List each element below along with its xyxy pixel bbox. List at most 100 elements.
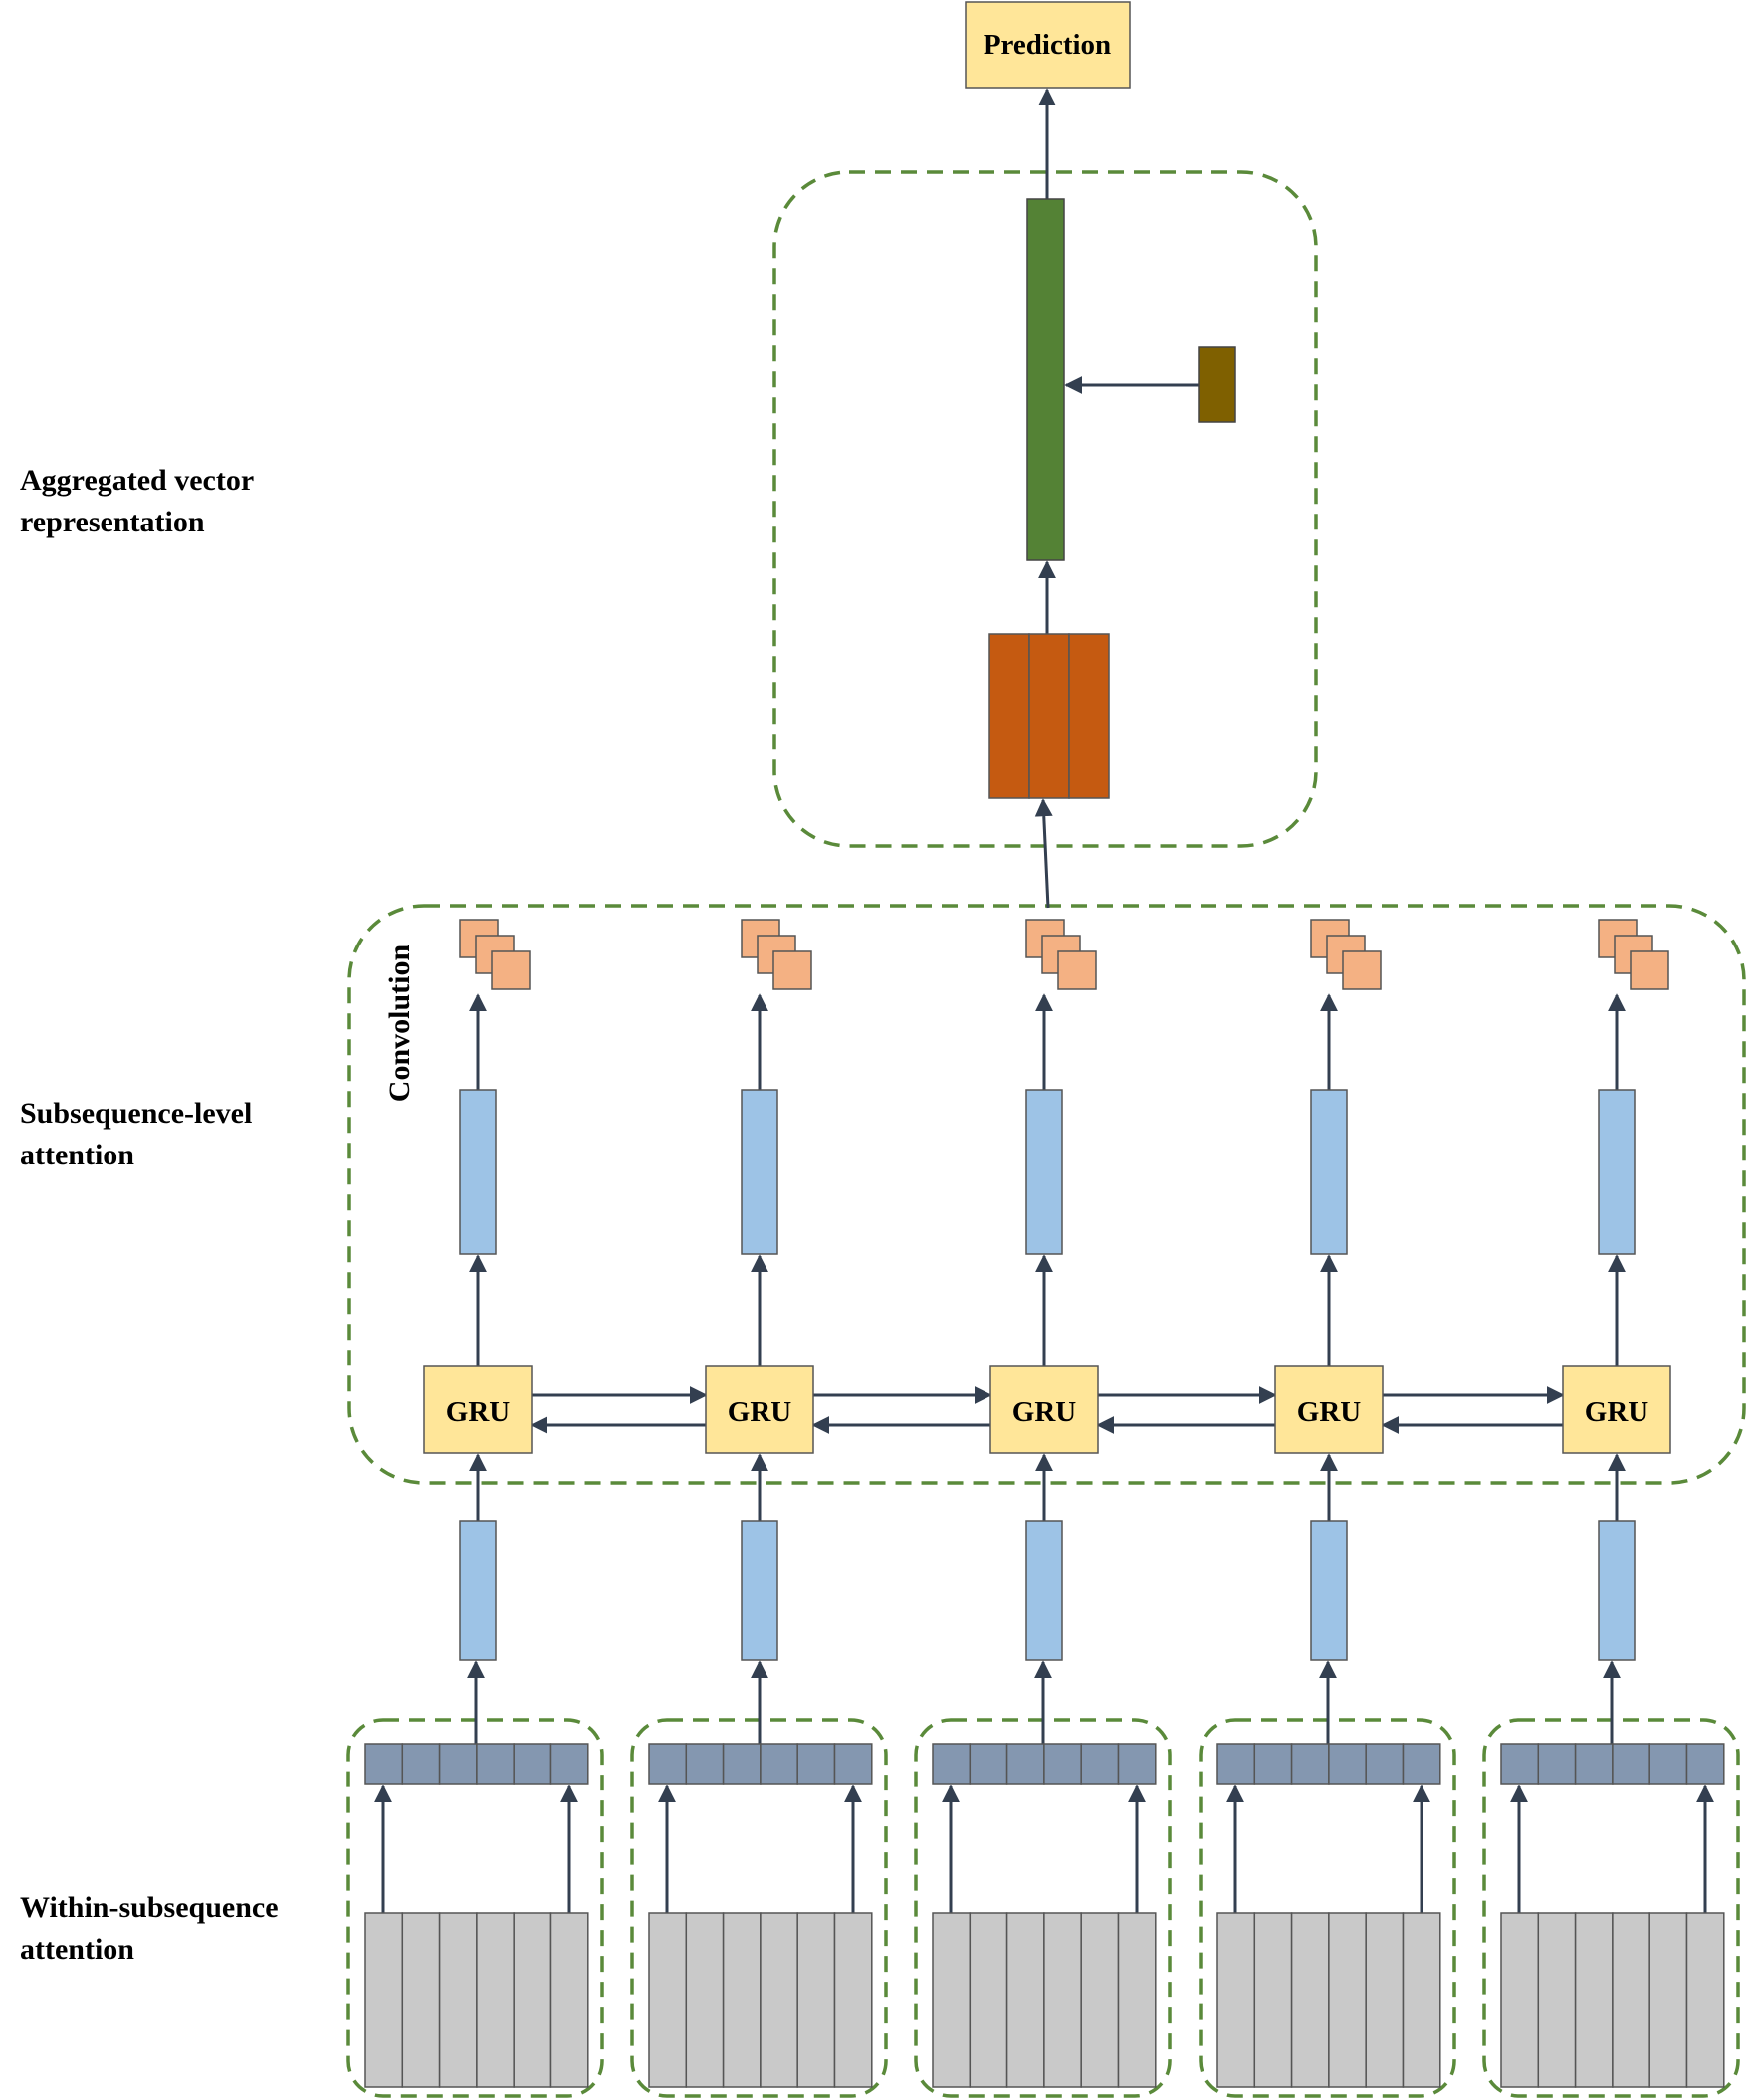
- input-block-cell-2-2: [685, 1912, 725, 2088]
- summary-row-cell-1-3: [438, 1743, 478, 1785]
- summary-row-cell-5-3: [1574, 1743, 1614, 1785]
- context-vector-square: [1198, 346, 1236, 423]
- summary-row-cell-5-5: [1648, 1743, 1688, 1785]
- gru-label-4: GRU: [1297, 1396, 1362, 1428]
- summary-row-cell-3-5: [1080, 1743, 1120, 1785]
- summary-row-cell-1-6: [549, 1743, 589, 1785]
- prediction-box: Prediction: [965, 1, 1131, 89]
- attention-bar-upper-4: [1310, 1089, 1348, 1255]
- conv-square-5-3: [1630, 950, 1669, 990]
- gru-box-3: [989, 1365, 1099, 1454]
- column-2: GRU: [648, 919, 873, 2088]
- summary-row-cell-2-3: [722, 1743, 762, 1785]
- concatenated-feature-block: [988, 633, 1110, 799]
- summary-row-cell-4-3: [1290, 1743, 1330, 1785]
- input-block-cell-4-6: [1402, 1912, 1441, 2088]
- prediction-label: Prediction: [984, 29, 1111, 61]
- summary-row-cell-3-2: [969, 1743, 1008, 1785]
- input-block-cell-3-2: [969, 1912, 1008, 2088]
- input-block-cell-1-6: [549, 1912, 589, 2088]
- summary-row-cell-1-4: [476, 1743, 515, 1785]
- column-4: GRU: [1216, 919, 1441, 2088]
- input-block-cell-5-5: [1648, 1912, 1688, 2088]
- column-5: GRU: [1500, 919, 1725, 2088]
- subsequence-level-label: Subsequence-level attention: [20, 1097, 253, 1171]
- summary-row-cell-2-6: [833, 1743, 873, 1785]
- summary-row-cell-2-2: [685, 1743, 725, 1785]
- summary-row-cell-1-2: [401, 1743, 441, 1785]
- summary-row-cell-4-4: [1328, 1743, 1367, 1785]
- input-block-cell-5-6: [1685, 1912, 1725, 2088]
- input-block-cell-2-3: [722, 1912, 762, 2088]
- gru-box-1: [423, 1365, 533, 1454]
- within-subsequence-label: Within-subsequence attention: [20, 1891, 279, 1966]
- input-block-cell-5-2: [1537, 1912, 1577, 2088]
- input-block-cell-3-4: [1043, 1912, 1082, 2088]
- arrow-conv-to-concat: [1034, 798, 1053, 909]
- input-block-cell-3-5: [1080, 1912, 1120, 2088]
- summary-row-cell-1-5: [513, 1743, 552, 1785]
- summary-row-cell-2-4: [760, 1743, 798, 1785]
- input-block-cell-1-5: [513, 1912, 552, 2088]
- summary-row-cell-3-4: [1043, 1743, 1082, 1785]
- attention-bar-lower-3: [1025, 1520, 1063, 1661]
- input-block-cell-4-3: [1290, 1912, 1330, 2088]
- aggregated-vector-bar: [1026, 198, 1065, 561]
- conv-square-2-3: [772, 950, 812, 990]
- input-block-cell-2-5: [796, 1912, 836, 2088]
- input-block-cell-2-6: [833, 1912, 873, 2088]
- input-block-cell-4-2: [1253, 1912, 1293, 2088]
- input-block-cell-3-1: [932, 1912, 972, 2088]
- summary-row-cell-3-6: [1117, 1743, 1157, 1785]
- attention-bar-upper-2: [741, 1089, 778, 1255]
- conv-square-3-3: [1057, 950, 1097, 990]
- summary-row-cell-5-2: [1537, 1743, 1577, 1785]
- input-block-cell-1-4: [476, 1912, 515, 2088]
- summary-row-cell-4-6: [1402, 1743, 1441, 1785]
- gru-label-1: GRU: [446, 1396, 511, 1428]
- gru-label-5: GRU: [1585, 1396, 1649, 1428]
- summary-row-cell-4-5: [1365, 1743, 1405, 1785]
- input-block-cell-1-3: [438, 1912, 478, 2088]
- summary-row-cell-4-1: [1216, 1743, 1256, 1785]
- attention-bar-upper-3: [1025, 1089, 1063, 1255]
- summary-row-cell-5-1: [1500, 1743, 1540, 1785]
- attention-bar-upper-5: [1598, 1089, 1636, 1255]
- summary-row-cell-2-1: [648, 1743, 688, 1785]
- input-block-cell-2-4: [760, 1912, 798, 2088]
- input-block-cell-5-3: [1574, 1912, 1614, 2088]
- attention-bar-lower-2: [741, 1520, 778, 1661]
- input-block-cell-5-4: [1612, 1912, 1650, 2088]
- gru-label-2: GRU: [728, 1396, 792, 1428]
- input-block-cell-4-1: [1216, 1912, 1256, 2088]
- gru-box-5: [1562, 1365, 1671, 1454]
- summary-row-cell-2-5: [796, 1743, 836, 1785]
- attention-bar-lower-1: [459, 1520, 497, 1661]
- column-1: GRU: [364, 919, 589, 2088]
- input-block-cell-3-6: [1117, 1912, 1157, 2088]
- attention-bar-lower-5: [1598, 1520, 1636, 1661]
- input-block-cell-1-2: [401, 1912, 441, 2088]
- conv-square-4-3: [1342, 950, 1382, 990]
- aggregated-vector-label: Aggregated vector representation: [20, 464, 255, 538]
- input-block-cell-3-3: [1005, 1912, 1045, 2088]
- gru-box-4: [1274, 1365, 1384, 1454]
- gru-box-2: [705, 1365, 814, 1454]
- gru-label-3: GRU: [1012, 1396, 1077, 1428]
- conv-square-1-3: [491, 950, 531, 990]
- subsequence-columns: GRU GRU GRU GRU GRU: [364, 919, 1725, 2088]
- summary-row-cell-4-2: [1253, 1743, 1293, 1785]
- input-block-cell-2-1: [648, 1912, 688, 2088]
- summary-row-cell-1-1: [364, 1743, 404, 1785]
- summary-row-cell-3-3: [1005, 1743, 1045, 1785]
- summary-row-cell-3-1: [932, 1743, 972, 1785]
- attention-bar-upper-1: [459, 1089, 497, 1255]
- input-block-cell-4-5: [1365, 1912, 1405, 2088]
- attention-bar-lower-4: [1310, 1520, 1348, 1661]
- summary-row-cell-5-4: [1612, 1743, 1650, 1785]
- convolution-label: Convolution: [383, 945, 416, 1103]
- input-block-cell-5-1: [1500, 1912, 1540, 2088]
- summary-row-cell-5-6: [1685, 1743, 1725, 1785]
- arrows: [374, 88, 1714, 1913]
